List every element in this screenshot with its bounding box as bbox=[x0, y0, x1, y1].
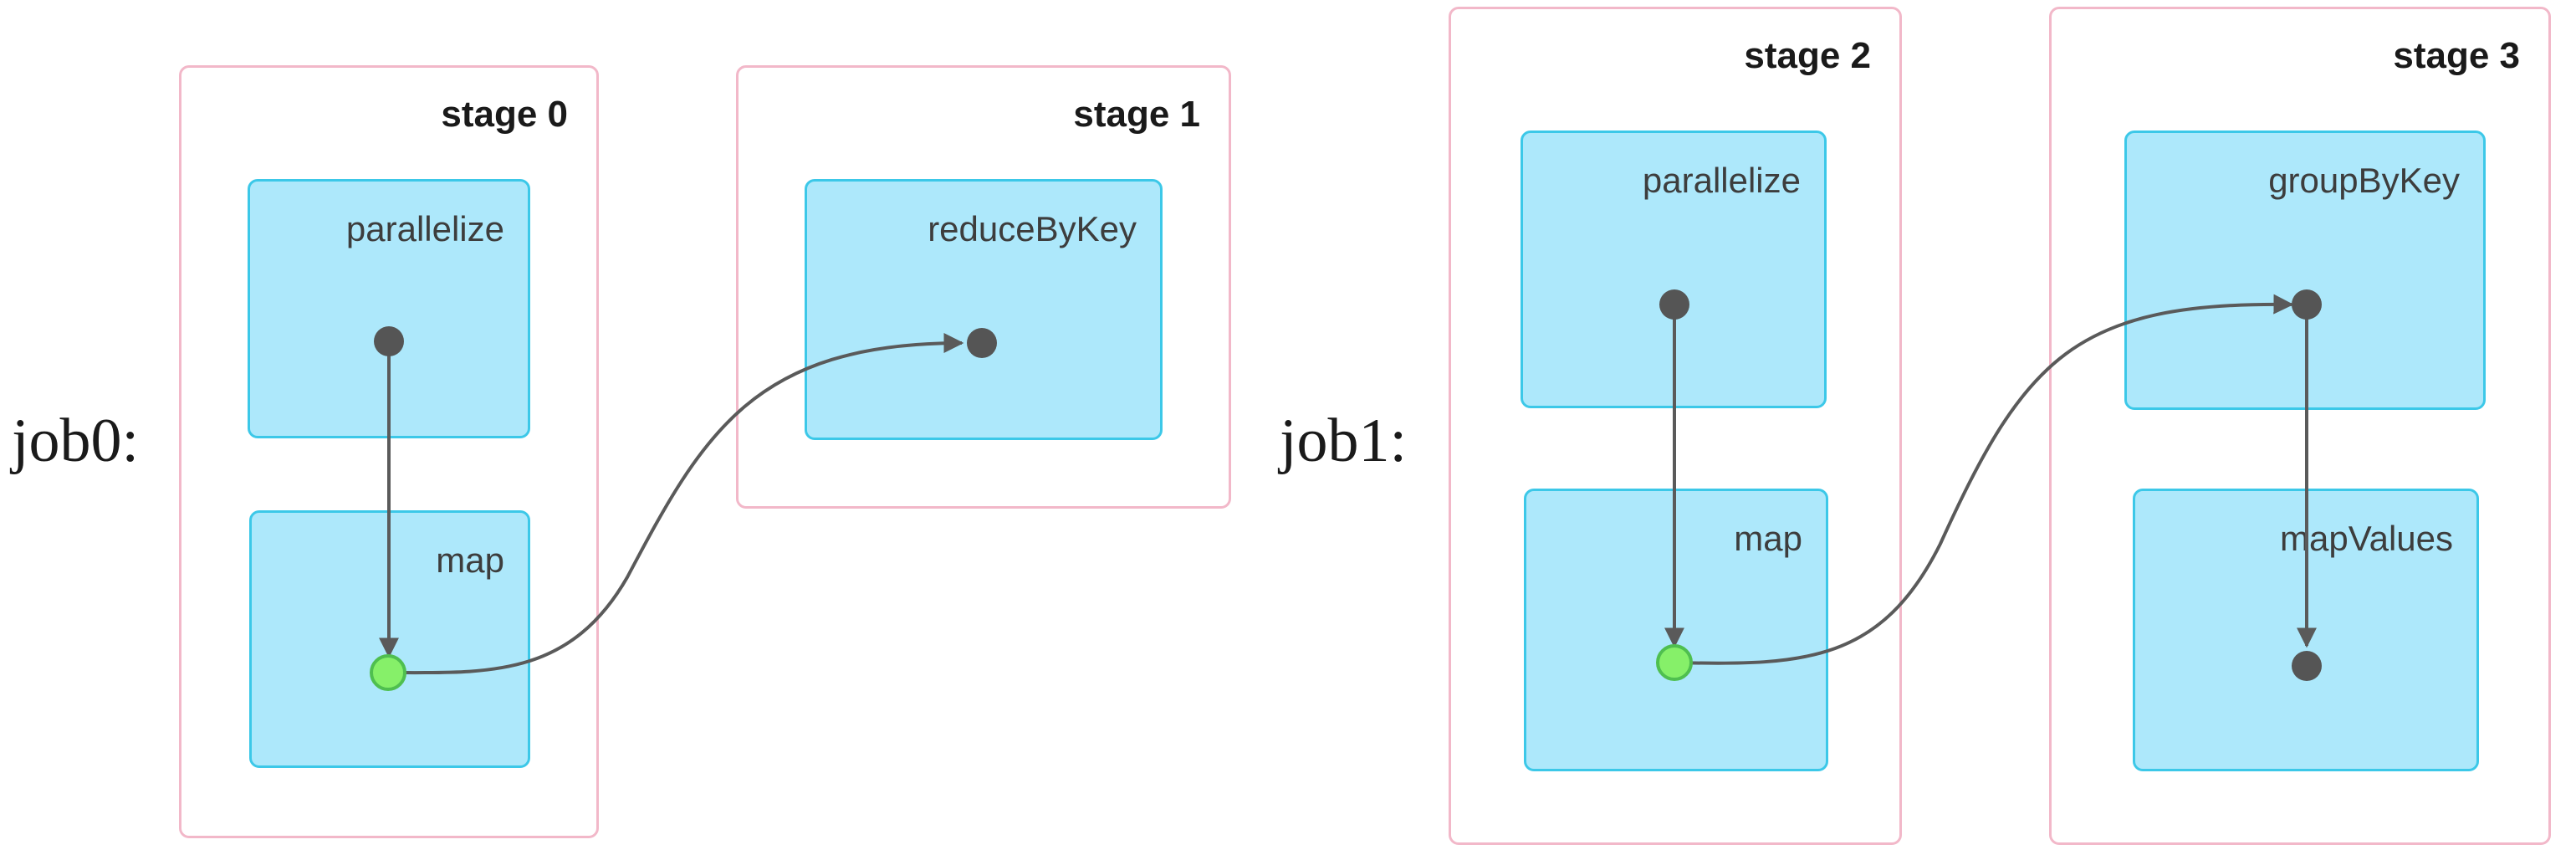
op-label-parallelize: parallelize bbox=[1642, 161, 1801, 200]
op-reducebykey-stage-1: reduceByKey bbox=[805, 179, 1163, 440]
node-mapvalues-job1 bbox=[2292, 651, 2322, 681]
job1-label: job1: bbox=[1280, 407, 1408, 475]
stage-0-title: stage 0 bbox=[441, 94, 568, 135]
op-label-map: map bbox=[436, 540, 504, 580]
node-parallelize-job0 bbox=[374, 326, 404, 356]
node-groupbykey-job1 bbox=[2292, 289, 2322, 320]
stage-2-title: stage 2 bbox=[1744, 35, 1871, 76]
job0-label: job0: bbox=[12, 407, 140, 475]
op-label-groupbykey: groupByKey bbox=[2268, 161, 2460, 200]
node-reducebykey-job1 bbox=[967, 328, 997, 358]
node-map-job0 bbox=[370, 654, 406, 691]
op-label-mapvalues: mapValues bbox=[2279, 519, 2453, 558]
node-parallelize-job1 bbox=[1659, 289, 1689, 320]
edge-map-to-groupbykey-job1 bbox=[1675, 294, 2294, 665]
op-label-parallelize: parallelize bbox=[345, 209, 504, 248]
op-label-map: map bbox=[1734, 519, 1802, 558]
edge-map-to-reducebykey-job0 bbox=[387, 333, 964, 675]
node-map-job1 bbox=[1656, 644, 1693, 681]
stage-3-title: stage 3 bbox=[2393, 35, 2520, 76]
stage-1-title: stage 1 bbox=[1073, 94, 1200, 135]
op-label-reducebykey: reduceByKey bbox=[928, 209, 1137, 248]
